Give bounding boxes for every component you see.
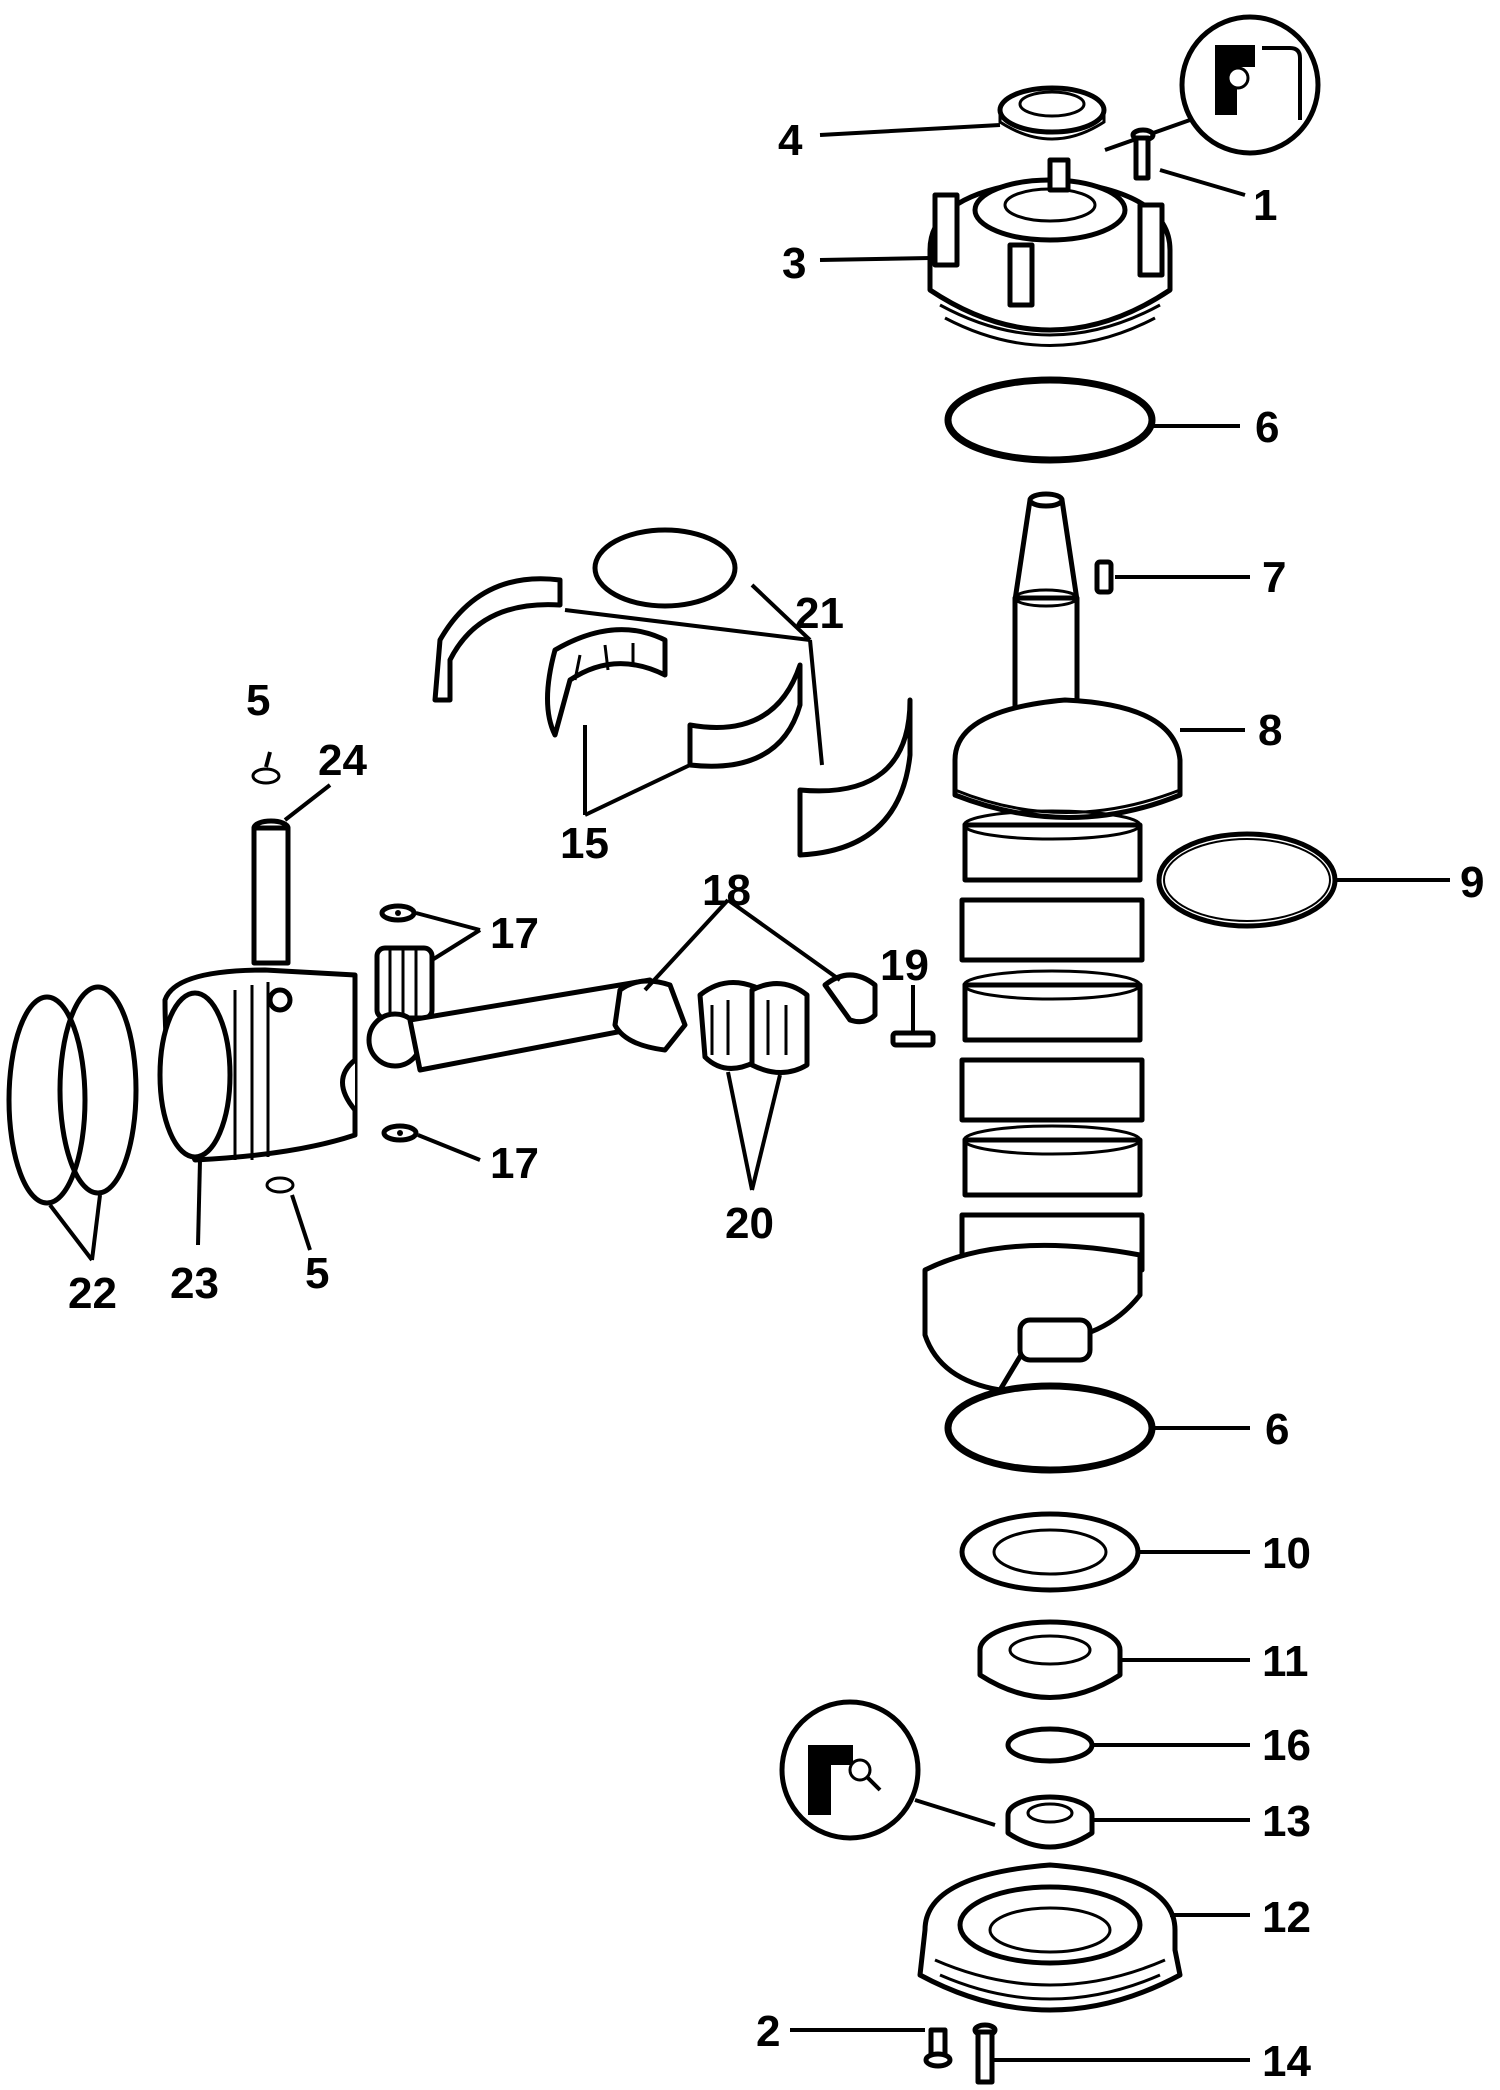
part-4-seal bbox=[997, 85, 1107, 141]
part-21-bearing-halves-and-ring bbox=[432, 527, 913, 858]
part-15-needle-bearing-cages bbox=[545, 627, 803, 769]
callout-15: 15 bbox=[560, 819, 609, 868]
part-17-washer-lower bbox=[381, 1123, 419, 1143]
part-6-o-ring-lower bbox=[944, 1382, 1156, 1474]
callout-6-lower: 6 bbox=[1265, 1405, 1289, 1454]
part-12-lower-bearing-housing bbox=[917, 1862, 1183, 2013]
part-18-connecting-rod bbox=[366, 972, 878, 1073]
callout-8: 8 bbox=[1258, 706, 1282, 755]
callout-labels: 1 4 3 6 7 8 9 21 15 5 24 17 18 19 17 20 … bbox=[68, 116, 1484, 2086]
part-11-ball-bearing bbox=[977, 1619, 1123, 1700]
part-8-crankshaft bbox=[922, 491, 1183, 1393]
callout-7: 7 bbox=[1262, 553, 1286, 602]
callout-14: 14 bbox=[1262, 2037, 1311, 2086]
part-24-wrist-pin bbox=[251, 818, 291, 966]
part-17-washer-upper bbox=[379, 903, 417, 923]
callout-6-upper: 6 bbox=[1255, 403, 1279, 452]
callout-17-upper: 17 bbox=[490, 909, 539, 958]
callout-22: 22 bbox=[68, 1269, 117, 1318]
callout-23: 23 bbox=[170, 1259, 219, 1308]
callout-12: 12 bbox=[1262, 1893, 1311, 1942]
part-17-roller-bearing bbox=[374, 945, 435, 1021]
part-5-clip-upper bbox=[251, 767, 281, 785]
callout-3: 3 bbox=[782, 239, 806, 288]
part-6-o-ring-upper bbox=[944, 376, 1156, 464]
leader-lines bbox=[48, 123, 1450, 2062]
seal-detail-callout-bottom bbox=[779, 1699, 996, 1841]
part-2-screw bbox=[923, 2027, 953, 2069]
callout-4: 4 bbox=[778, 116, 803, 165]
part-20-needle-bearing-halves bbox=[697, 980, 810, 1075]
part-23-piston bbox=[157, 967, 358, 1163]
part-16-retaining-ring bbox=[1005, 1726, 1095, 1764]
callout-16: 16 bbox=[1262, 1721, 1311, 1770]
callout-2: 2 bbox=[756, 2007, 780, 2056]
callout-21: 21 bbox=[795, 589, 844, 638]
callout-5-upper: 5 bbox=[246, 676, 270, 725]
part-19-bolt bbox=[890, 1030, 936, 1048]
part-7-key bbox=[1094, 559, 1114, 595]
callout-10: 10 bbox=[1262, 1529, 1311, 1578]
callout-5-lower: 5 bbox=[305, 1249, 329, 1298]
part-1-bolt bbox=[1130, 127, 1156, 181]
part-9-seal-ring bbox=[1156, 831, 1338, 929]
part-13-lower-seal bbox=[1005, 1794, 1095, 1850]
part-3-upper-bearing-housing bbox=[927, 157, 1173, 347]
part-5-clip-lower bbox=[265, 1176, 295, 1194]
callout-19: 19 bbox=[880, 941, 929, 990]
callout-1: 1 bbox=[1253, 181, 1277, 230]
callout-9: 9 bbox=[1460, 858, 1484, 907]
part-14-bolt bbox=[972, 2022, 998, 2085]
callout-11: 11 bbox=[1262, 1637, 1309, 1686]
callout-13: 13 bbox=[1262, 1797, 1311, 1846]
part-22-piston-rings bbox=[6, 984, 139, 1206]
part-10-plate bbox=[959, 1511, 1141, 1593]
callout-18: 18 bbox=[702, 866, 751, 915]
callout-17-lower: 17 bbox=[490, 1139, 539, 1188]
callout-24: 24 bbox=[318, 736, 367, 785]
seal-detail-callout-top bbox=[1104, 14, 1321, 156]
callout-20: 20 bbox=[725, 1199, 774, 1248]
